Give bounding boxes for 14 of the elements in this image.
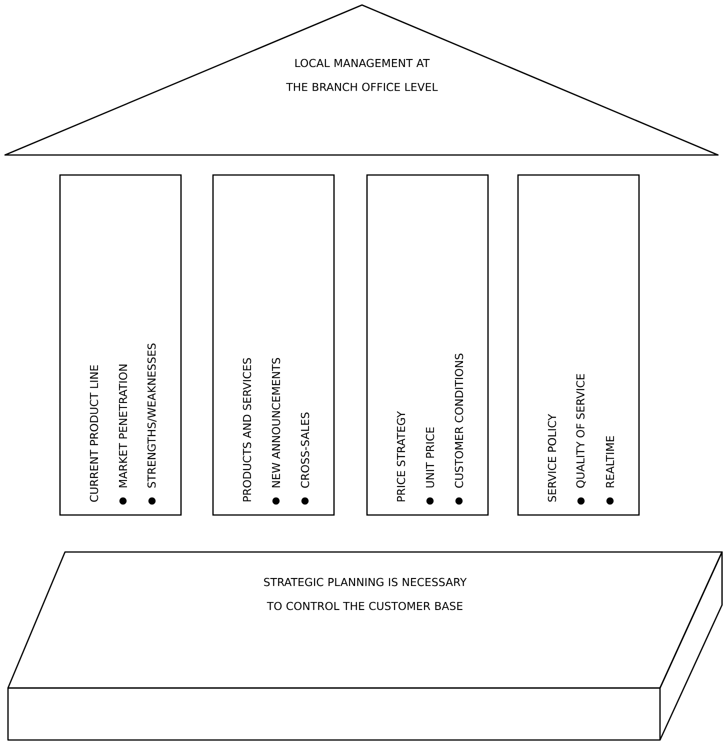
- pillar-heading: PRODUCTS AND SERVICES: [242, 358, 252, 502]
- bullet-item: CUSTOMER CONDITIONS: [454, 354, 464, 505]
- pillar-heading: CURRENT PRODUCT LINE: [90, 365, 98, 502]
- bullet-item: STRENGTHS/WEAKNESSES: [147, 344, 157, 505]
- pillar-heading: SERVICE POLICY: [548, 414, 556, 502]
- bullet-item: NEW ANNOUNCEMENTS: [272, 358, 280, 505]
- bullet-item: REALTIME: [606, 436, 614, 505]
- bullet-item: CROSS-SALES: [300, 412, 310, 505]
- bullet-item: MARKET PENETRATION: [118, 364, 128, 505]
- bullet-item: QUALITY OF SERVICE: [576, 374, 586, 505]
- platform-drawing: STRATEGIC PLANNING IS NECESSARY TO CONTROL THE CUSTOMER BASE: [7, 551, 723, 741]
- roof: LOCAL MANAGEMENT AT THE BRANCH OFFICE LEVEL: [4, 4, 719, 156]
- pillar-heading: PRICE STRATEGY: [396, 411, 406, 502]
- bullet-item: UNIT PRICE: [426, 427, 434, 505]
